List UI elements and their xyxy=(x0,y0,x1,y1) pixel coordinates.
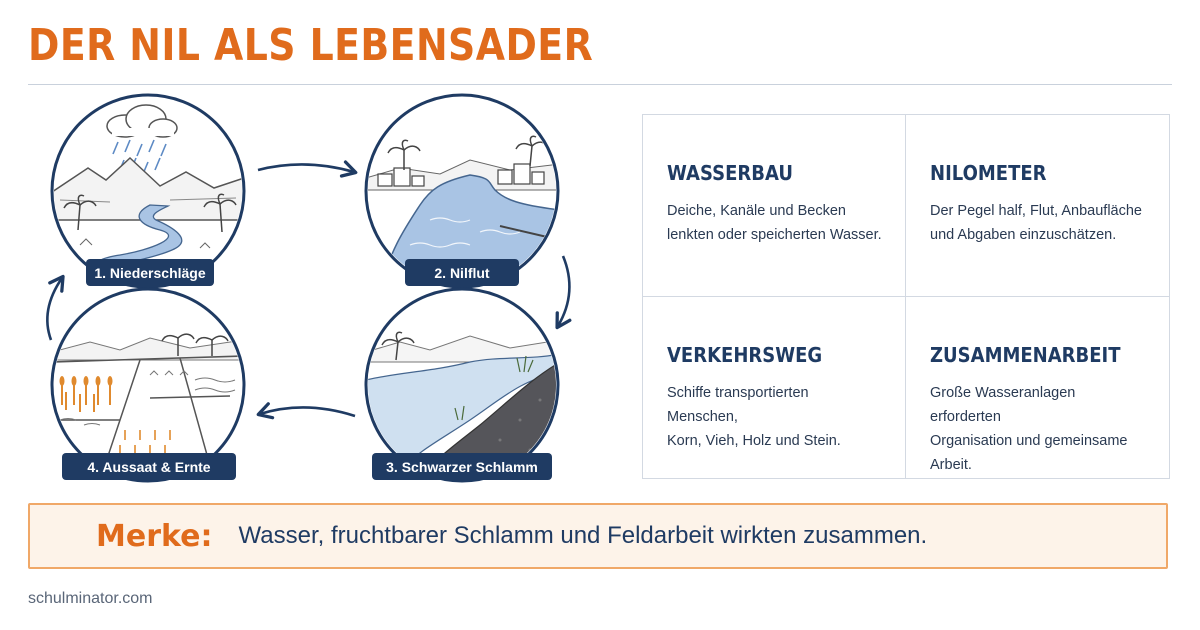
palm-tree-icon xyxy=(161,333,229,356)
card-title: VERKEHRSWEG xyxy=(667,342,823,367)
palm-tree-icon xyxy=(63,193,237,233)
stage-4-harvest: 4. Aussaat & Ernte xyxy=(50,287,246,483)
stage-3-silt: 3. Schwarzer Schlamm xyxy=(364,287,560,483)
card-text: Schiffe transportierten Menschen,Korn, V… xyxy=(667,384,841,449)
footer-source: schulminator.com xyxy=(28,590,153,607)
village-icon xyxy=(377,163,545,187)
cloud-icon xyxy=(106,104,178,138)
palm-tree-icon xyxy=(387,135,549,170)
card-title: NILOMETER xyxy=(930,161,1047,185)
sprout-icon xyxy=(119,430,171,455)
title-divider xyxy=(28,84,1172,85)
stage-2-flood: 2. Nilflut xyxy=(364,93,560,289)
arrow-4-to-1 xyxy=(46,274,65,341)
stage-4-label: 4. Aussaat & Ernte xyxy=(87,459,210,475)
arrow-2-to-3 xyxy=(555,255,572,330)
arrow-1-to-2 xyxy=(257,160,358,178)
stage-2-label: 2. Nilflut xyxy=(434,265,490,281)
card-verkehrsweg: VERKEHRSWEG Schiffe transportierten Mens… xyxy=(643,296,906,478)
card-title: WASSERBAU xyxy=(667,161,793,185)
card-nilometer: NILOMETER Der Pegel half, Flut, Anbauflä… xyxy=(906,115,1169,297)
card-title: ZUSAMMENARBEIT xyxy=(930,342,1121,367)
arrow-3-to-4 xyxy=(256,402,356,420)
stage-1-rain: 1. Niederschläge xyxy=(50,93,246,289)
note-text: Wasser, fruchtbarer Schlamm und Feldarbe… xyxy=(238,522,928,549)
card-zusammenarbeit: ZUSAMMENARBEIT Große Wasseranlagen erfor… xyxy=(906,297,1169,479)
remember-note: Merke: Wasser, fruchtbarer Schlamm und F… xyxy=(28,503,1168,569)
grain-icon xyxy=(61,383,111,412)
note-label: Merke: xyxy=(96,518,213,554)
stage-1-label: 1. Niederschläge xyxy=(94,265,205,281)
palm-tree-icon xyxy=(381,331,415,361)
reed-icon xyxy=(454,355,534,421)
stage-3-label: 3. Schwarzer Schlamm xyxy=(386,459,538,475)
page-title: DER NIL ALS LEBENSADER xyxy=(28,20,594,71)
nile-cycle-diagram: 1. Niederschläge 2. Nilflut xyxy=(46,93,572,483)
